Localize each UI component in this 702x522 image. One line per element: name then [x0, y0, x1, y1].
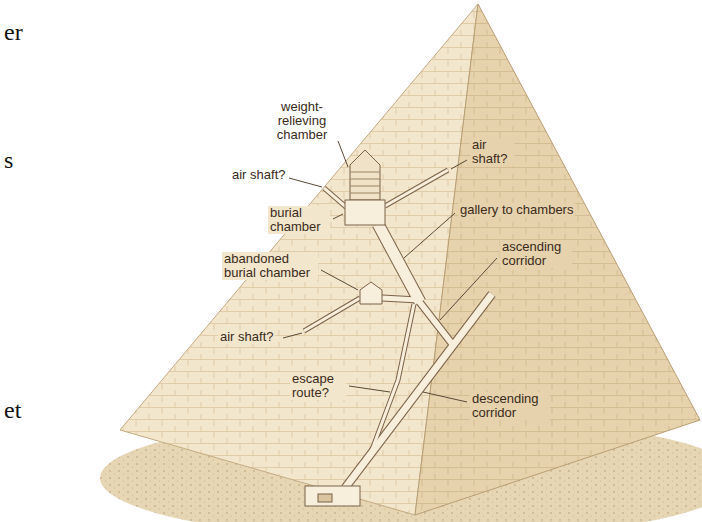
- part-label: descending corridor: [470, 392, 550, 420]
- label-slot: descending corridor: [470, 392, 550, 420]
- label-slot: s: [2, 146, 15, 174]
- part-label: burial chamber: [268, 206, 330, 234]
- label-slot: gallery to chambers: [458, 203, 575, 217]
- label-slot: air shaft?: [470, 138, 514, 166]
- part-label: air shaft?: [470, 138, 514, 166]
- label-slot: abandoned burial chamber: [222, 252, 318, 280]
- slide-fragment: et: [2, 396, 23, 424]
- label-slot: burial chamber: [268, 206, 330, 234]
- label-slot: weight-relieving chamber: [268, 100, 336, 142]
- part-label: ascending corridor: [500, 240, 572, 268]
- label-slot: ascending corridor: [500, 240, 572, 268]
- part-label: air shaft?: [218, 330, 275, 344]
- label-slot: er: [2, 18, 25, 46]
- part-label: air shaft?: [230, 168, 287, 182]
- label-slot: air shaft?: [230, 168, 287, 182]
- slide-fragment: s: [2, 146, 15, 174]
- corridor-fills: [304, 170, 492, 488]
- part-label: escape route?: [290, 372, 346, 400]
- pyramid-face-shaded: [415, 4, 700, 515]
- part-label: gallery to chambers: [458, 203, 575, 217]
- chambers: [305, 150, 385, 506]
- label-slot: escape route?: [290, 372, 346, 400]
- part-label: weight-relieving chamber: [268, 100, 336, 142]
- slide-fragment: er: [2, 18, 25, 46]
- label-slot: air shaft?: [218, 330, 275, 344]
- label-slot: et: [2, 396, 23, 424]
- corridor-outlines: [304, 170, 492, 488]
- part-label: abandoned burial chamber: [222, 252, 318, 280]
